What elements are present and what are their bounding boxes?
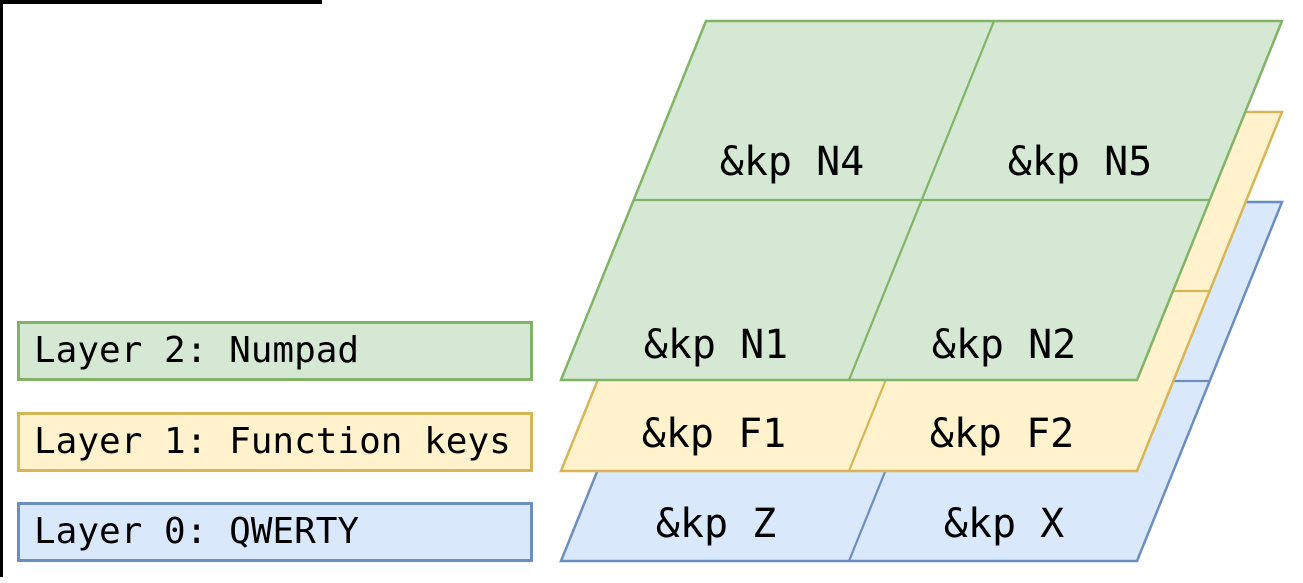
legend-layer-2-numpad: Layer 2: Numpad [17, 321, 533, 381]
window-border-left [0, 0, 3, 577]
key-label-n2: &kp N2 [932, 322, 1077, 368]
key-label-z: &kp Z [656, 501, 776, 547]
window-border-top [0, 0, 322, 4]
key-label-x: &kp X [944, 501, 1064, 547]
legend-layer-1-function-keys: Layer 1: Function keys [17, 412, 533, 472]
key-label-n1: &kp N1 [644, 322, 789, 368]
key-label-n4: &kp N4 [720, 139, 865, 185]
legend-layer-0-qwerty: Layer 0: QWERTY [17, 502, 533, 562]
key-label-f2: &kp F2 [930, 411, 1075, 457]
layer-shape-numpad [559, 19, 1284, 382]
key-label-f1: &kp F1 [642, 411, 787, 457]
key-label-n5: &kp N5 [1008, 139, 1153, 185]
